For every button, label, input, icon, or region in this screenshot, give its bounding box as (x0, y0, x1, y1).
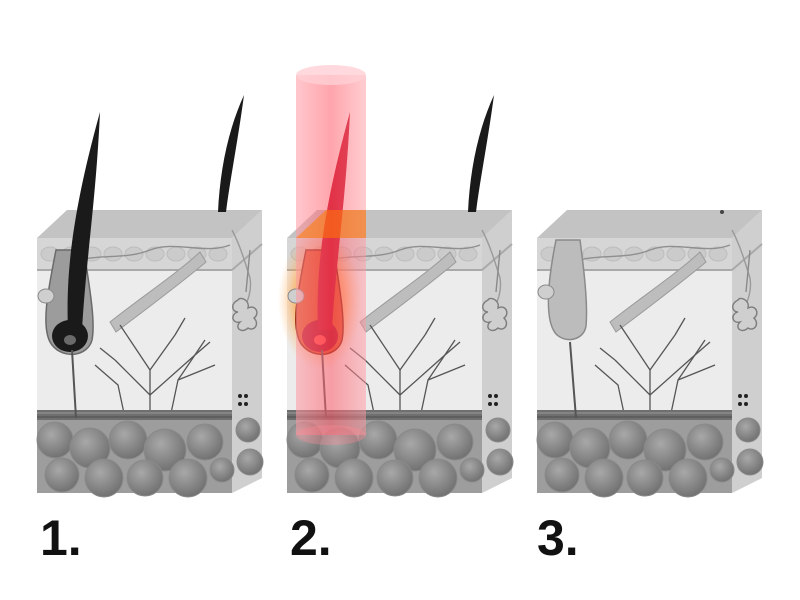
fat-cell-icon (736, 448, 764, 476)
fat-cell-icon (143, 428, 187, 472)
hair-shaft-secondary (468, 95, 494, 212)
base-bundle (37, 410, 232, 420)
sweat-gland-icon (232, 297, 258, 332)
fat-cell-icon (236, 448, 264, 476)
fat-cell-icon (686, 423, 724, 461)
nerve-icon (94, 317, 216, 419)
arrector-muscle (359, 251, 457, 333)
fat-cell-icon (735, 417, 761, 443)
fat-cell-icon (485, 417, 511, 443)
skin-surface (537, 210, 762, 238)
fat-cell-icon (108, 420, 148, 460)
fat-cell-icon (168, 458, 208, 498)
fat-cell-icon (44, 457, 80, 493)
arrector-muscle (609, 251, 707, 333)
sebaceous-gland (537, 284, 555, 300)
step-label-1: 1. (40, 510, 82, 566)
sweat-gland-icon (732, 297, 758, 332)
fat-cell-icon (376, 459, 414, 497)
fat-cell-icon (709, 457, 735, 483)
fat-cell-icon (584, 458, 624, 498)
fat-cell-icon (393, 428, 437, 472)
fat-cell-icon (418, 458, 458, 498)
base-bundle (537, 410, 732, 420)
skin-block-1 (36, 95, 264, 498)
step-label-2: 2. (290, 510, 332, 566)
fat-cell-icon (536, 421, 574, 459)
hair-shaft-secondary (218, 95, 244, 212)
fat-cell-icon (626, 459, 664, 497)
sebaceous-gland (37, 288, 55, 304)
fat-cell-icon (36, 421, 74, 459)
fat-cell-icon (486, 448, 514, 476)
fat-cell-icon (459, 457, 485, 483)
base-bundle (287, 410, 482, 420)
blood-vessel-icon (559, 244, 731, 269)
nerve-icon (594, 317, 716, 419)
arrector-muscle (109, 251, 207, 333)
fat-cell-icon (436, 423, 474, 461)
skin-surface (37, 210, 262, 238)
fat-cell-icon (668, 458, 708, 498)
skin-block-3 (536, 210, 764, 498)
fat-cell-icon (608, 420, 648, 460)
fat-cell-icon (126, 459, 164, 497)
hair-shaft (67, 112, 100, 330)
fat-cell-icon (209, 457, 235, 483)
fat-cell-icon (544, 457, 580, 493)
fat-cell-icon (84, 458, 124, 498)
laser-beam-icon (296, 65, 366, 445)
fat-cell-icon (235, 417, 261, 443)
fat-cell-icon (334, 458, 374, 498)
step-label-3: 3. (537, 510, 579, 566)
fat-cell-icon (186, 423, 224, 461)
sweat-gland-icon (482, 297, 508, 332)
fat-cell-icon (643, 428, 687, 472)
skin-block-2 (278, 65, 514, 498)
fat-cell-icon (294, 457, 330, 493)
